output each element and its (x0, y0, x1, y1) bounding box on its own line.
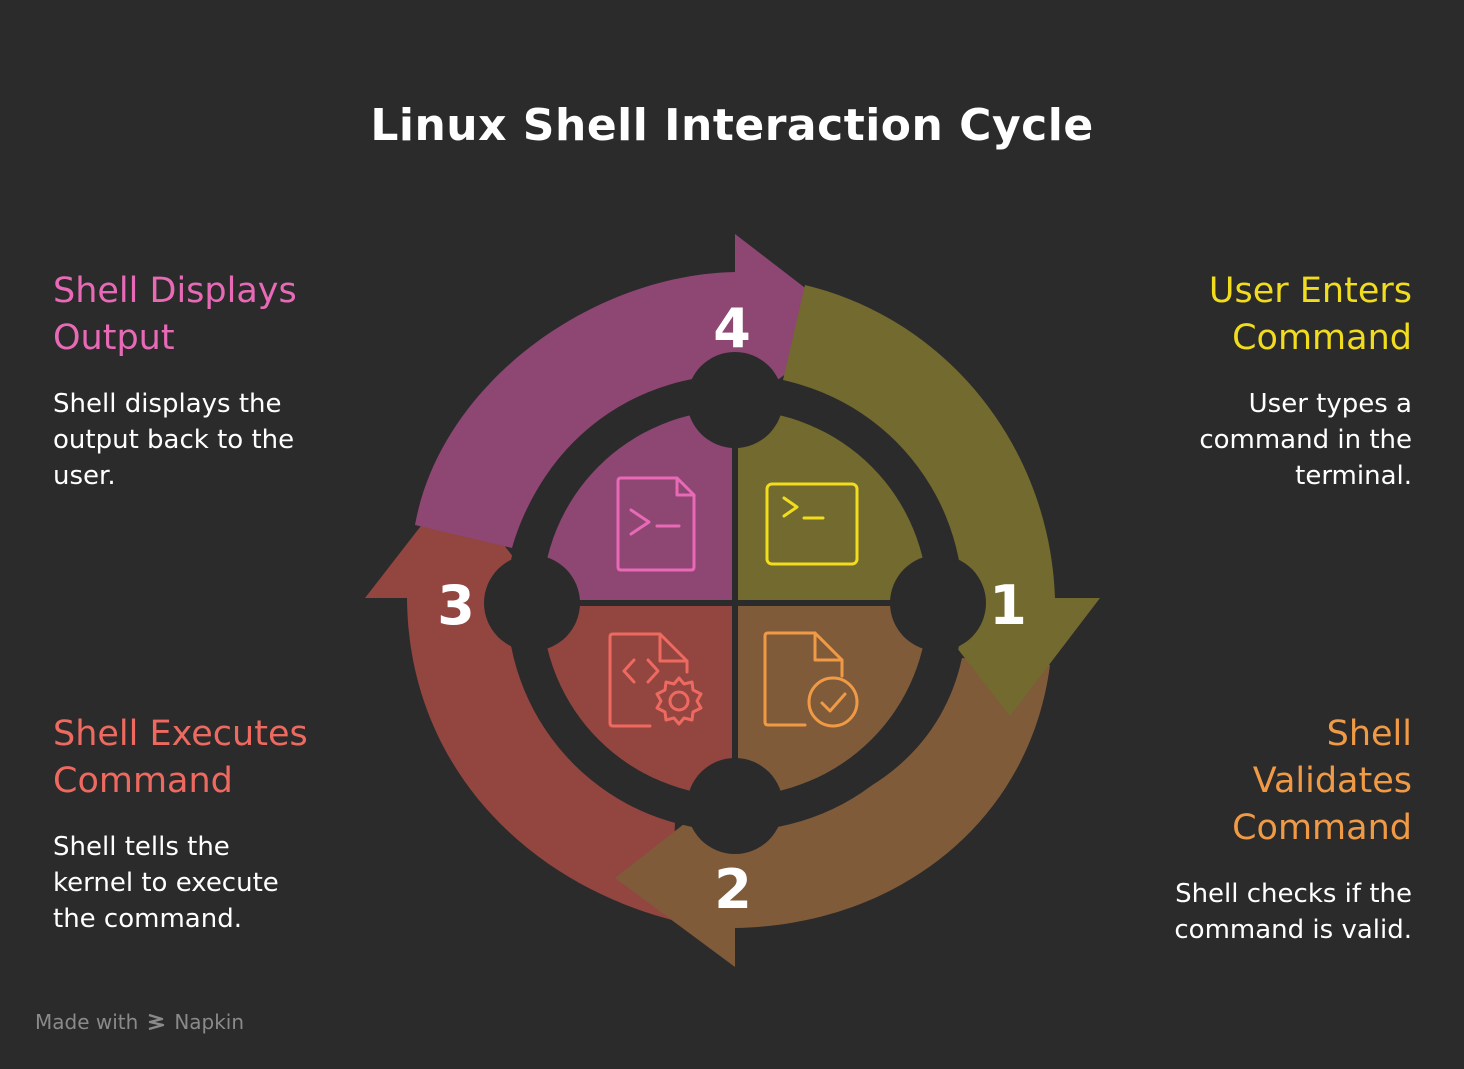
step-2-block: Shell Validates Command Shell checks if … (1112, 711, 1412, 948)
cycle-arrow-2 (615, 658, 1050, 967)
step-4-description: Shell displays the output back to the us… (53, 389, 295, 491)
step-3-number: 3 (437, 574, 475, 637)
step-3-description: Shell tells the kernel to execute the co… (53, 832, 279, 934)
step-2-description: Shell checks if the command is valid. (1174, 879, 1412, 945)
cycle-arrow-1 (783, 285, 1100, 716)
diagram-title: Linux Shell Interaction Cycle (370, 100, 1094, 151)
footer-prefix: Made with (35, 1010, 139, 1034)
cycle-arrow-3 (365, 482, 675, 920)
quadrant-4 (542, 410, 735, 603)
code-file-gear-icon (608, 632, 703, 728)
step-4-number: 4 (713, 297, 751, 360)
quadrant-2 (735, 603, 928, 796)
step-4-title: Shell Displays Output (53, 271, 297, 358)
step-1-number: 1 (989, 574, 1027, 637)
step-3-title: Shell Executes Command (53, 714, 308, 801)
inner-quadrants (542, 410, 928, 796)
step-3-block: Shell Executes Command Shell tells the k… (53, 711, 353, 937)
step-4-block: Shell Displays Output Shell displays the… (53, 268, 353, 494)
napkin-logo-icon (148, 1013, 165, 1031)
footer-credit: Made with Napkin (35, 1010, 244, 1034)
step-1-description: User types a command in the terminal. (1199, 389, 1412, 491)
step-1-block: User Enters Command User types a command… (1112, 268, 1412, 494)
quadrant-1 (735, 410, 928, 603)
cycle-arrow-4 (415, 234, 852, 548)
step-2-number: 2 (714, 858, 752, 921)
quadrant-3 (542, 603, 735, 796)
step-2-title: Shell Validates Command (1232, 714, 1412, 848)
footer-brand: Napkin (174, 1010, 245, 1034)
file-check-icon (763, 631, 859, 728)
step-1-title: User Enters Command (1208, 271, 1412, 358)
terminal-icon (765, 482, 859, 566)
terminal-file-icon (616, 476, 696, 572)
